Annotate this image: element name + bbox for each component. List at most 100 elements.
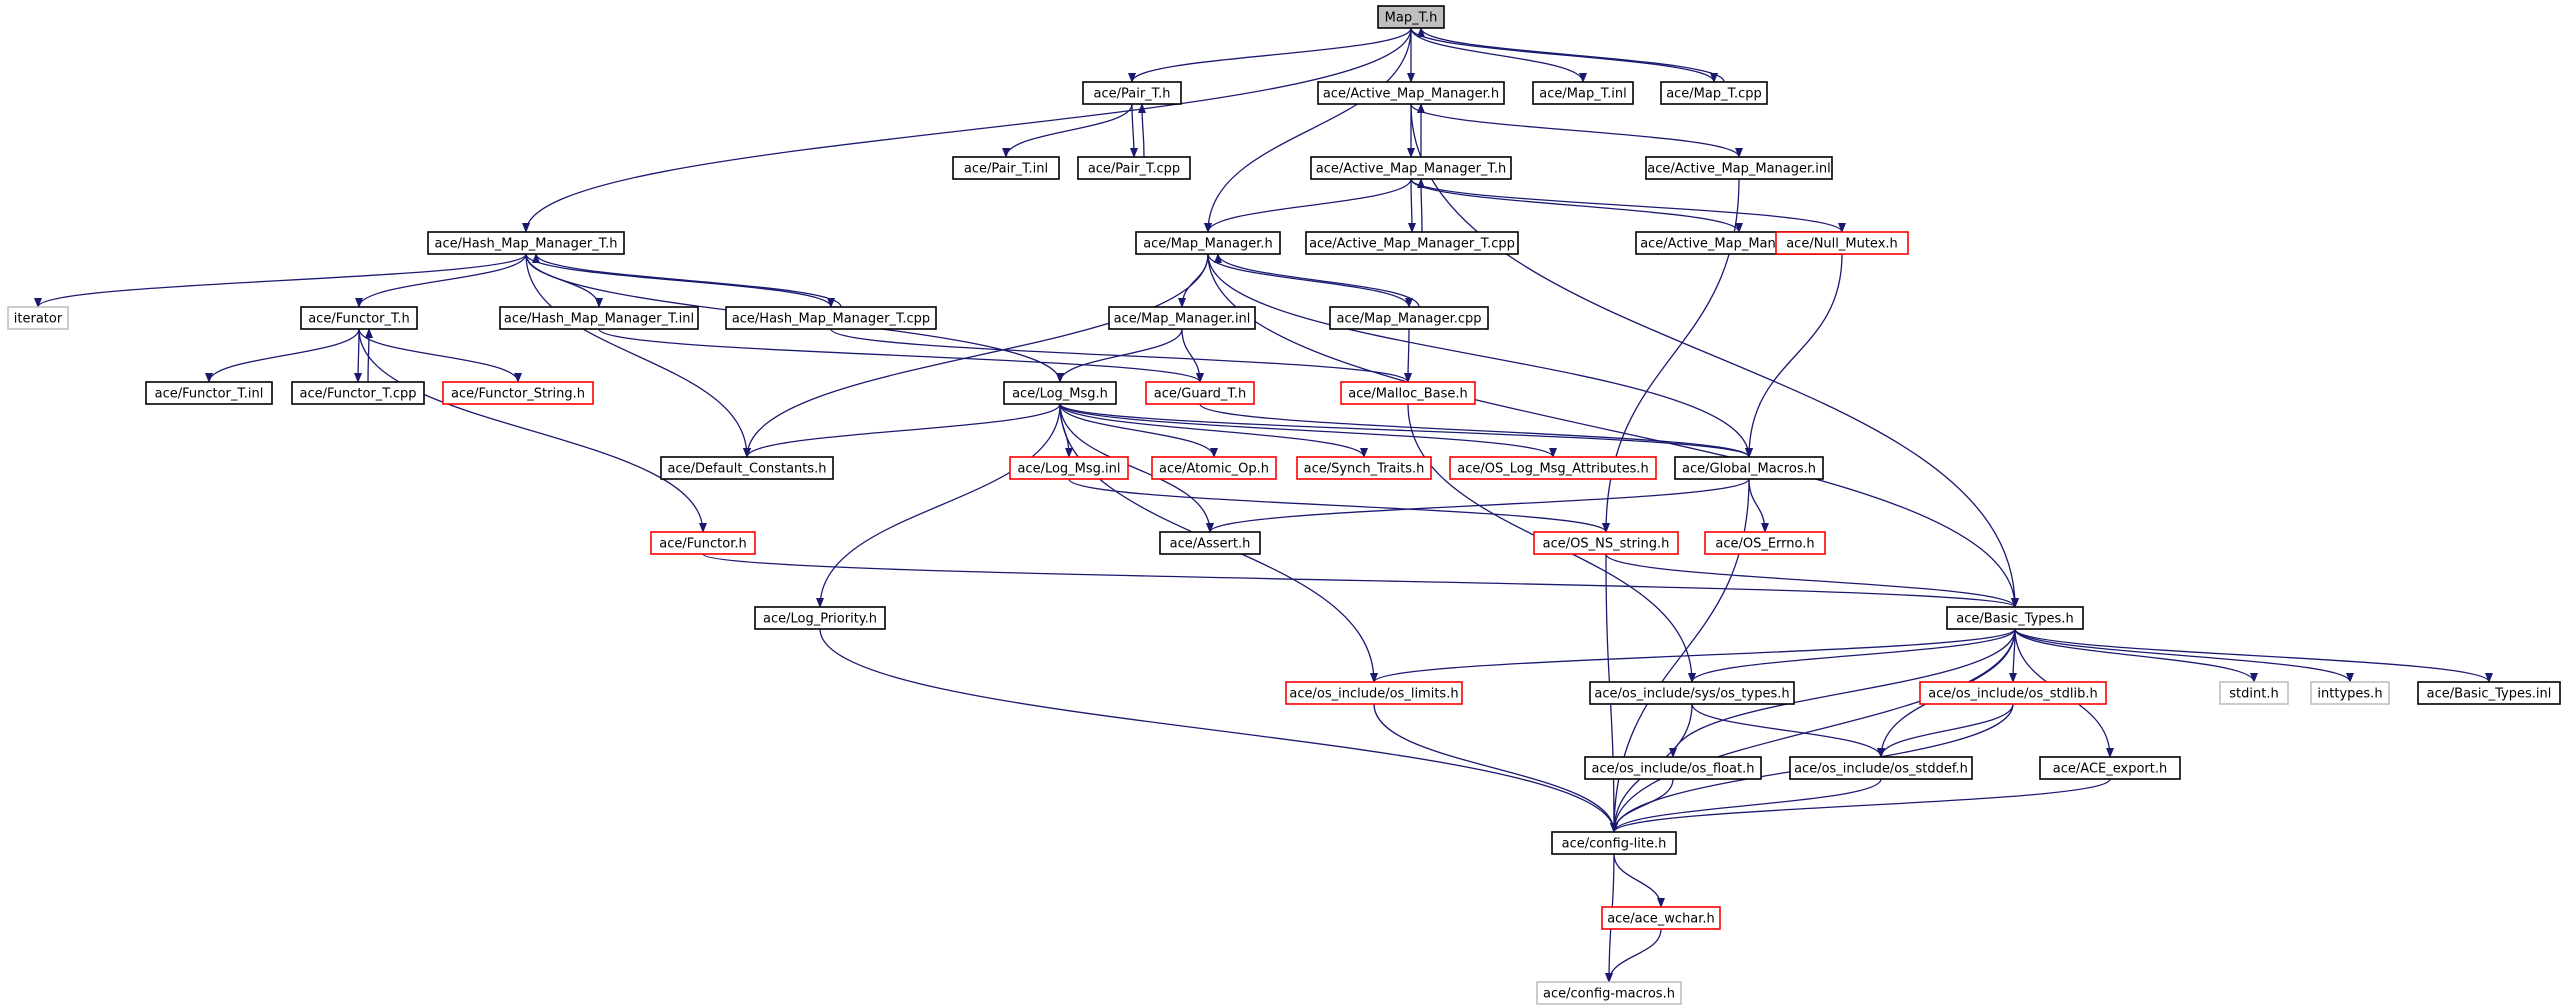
edge-global_macros_h-to-os_errno_h [1748, 478, 1769, 533]
edge-pair_t_h-to-pair_t_inl [1002, 103, 1133, 158]
node-box [1589, 681, 1795, 705]
node-global_macros_h[interactable]: ace/Global_Macros.h [1674, 456, 1824, 480]
node-label: Map_T.h [1385, 11, 1438, 26]
node-box [1135, 231, 1281, 255]
node-map_t_inl[interactable]: ace/Map_T.inl [1532, 81, 1634, 105]
node-ace_export_h[interactable]: ace/ACE_export.h [2039, 756, 2181, 780]
node-active_map_manager_h[interactable]: ace/Active_Map_Manager.h [1317, 81, 1505, 105]
node-pair_t_h[interactable]: ace/Pair_T.h [1082, 81, 1182, 105]
node-ace_wchar_h[interactable]: ace/ace_wchar.h [1601, 906, 1721, 930]
node-map_manager_h[interactable]: ace/Map_Manager.h [1135, 231, 1281, 255]
node-assert_h[interactable]: ace/Assert.h [1159, 531, 1261, 555]
node-pair_t_inl[interactable]: ace/Pair_T.inl [952, 156, 1060, 180]
node-active_map_manager_t_cpp[interactable]: ace/Active_Map_Manager_T.cpp [1305, 231, 1519, 255]
node-label: stdint.h [2229, 687, 2278, 702]
node-functor_string_h[interactable]: ace/Functor_String.h [442, 381, 594, 405]
node-pair_t_cpp[interactable]: ace/Pair_T.cpp [1077, 156, 1191, 180]
node-box [1317, 81, 1505, 105]
node-map_manager_cpp[interactable]: ace/Map_Manager.cpp [1329, 306, 1489, 330]
node-box [1082, 81, 1182, 105]
node-label: ace/Functor.h [659, 537, 746, 552]
node-default_constants_h[interactable]: ace/Default_Constants.h [660, 456, 834, 480]
node-synch_traits_h[interactable]: ace/Synch_Traits.h [1296, 456, 1432, 480]
node-os_float_h[interactable]: ace/os_include/os_float.h [1584, 756, 1762, 780]
node-box [1285, 681, 1463, 705]
node-box [1296, 456, 1432, 480]
edge-active_map_manager_t_h-to-active_map_manager_t_cpp [1407, 178, 1416, 233]
node-hash_map_manager_t_cpp[interactable]: ace/Hash_Map_Manager_T.cpp [725, 306, 937, 330]
node-os_stddef_h[interactable]: ace/os_include/os_stddef.h [1789, 756, 1973, 780]
node-malloc_base_h[interactable]: ace/Malloc_Base.h [1340, 381, 1476, 405]
edge-functor_h-to-basic_types_h [702, 553, 2019, 608]
node-active_map_manager_t_h[interactable]: ace/Active_Map_Manager_T.h [1310, 156, 1512, 180]
edge-basic_types_h-to-os_limits_h [1370, 628, 2016, 683]
node-label: ace/os_include/os_stddef.h [1794, 762, 1968, 777]
edge-log_msg_h-to-log_priority_h [816, 403, 1061, 608]
node-os_log_msg_attributes_h[interactable]: ace/OS_Log_Msg_Attributes.h [1449, 456, 1657, 480]
node-functor_t_cpp[interactable]: ace/Functor_T.cpp [291, 381, 425, 405]
node-box [1775, 231, 1909, 255]
node-hash_map_manager_t_inl[interactable]: ace/Hash_Map_Manager_T.inl [499, 306, 699, 330]
edge-functor_t_h-to-functor_t_cpp [354, 328, 363, 383]
node-map_t_cpp[interactable]: ace/Map_T.cpp [1660, 81, 1768, 105]
node-atomic_op_h[interactable]: ace/Atomic_Op.h [1151, 456, 1277, 480]
node-box [145, 381, 273, 405]
node-label: ace/ACE_export.h [2053, 762, 2167, 777]
node-box [1305, 231, 1519, 255]
edge-active_map_manager_t_h-to-map_manager_h [1204, 178, 1412, 233]
node-config_macros_h[interactable]: ace/config-macros.h [1536, 981, 1682, 1005]
node-iterator[interactable]: iterator [7, 306, 69, 330]
node-stdint_h[interactable]: stdint.h [2219, 681, 2289, 705]
node-label: ace/os_include/sys/os_types.h [1594, 687, 1789, 702]
node-os_limits_h[interactable]: ace/os_include/os_limits.h [1285, 681, 1463, 705]
node-map_t_h[interactable]: Map_T.h [1377, 5, 1445, 29]
node-os_ns_string_h[interactable]: ace/OS_NS_string.h [1533, 531, 1679, 555]
node-box [1946, 606, 2084, 630]
node-label: ace/Hash_Map_Manager_T.inl [504, 312, 694, 327]
node-os_errno_h[interactable]: ace/OS_Errno.h [1704, 531, 1826, 555]
node-config_lite_h[interactable]: ace/config-lite.h [1551, 831, 1677, 855]
edge-functor_t_h-to-functor_t_inl [205, 328, 360, 383]
edge-os_stdlib_h-to-os_stddef_h [1877, 703, 2014, 758]
node-null_mutex_h[interactable]: ace/Null_Mutex.h [1775, 231, 1909, 255]
node-label: ace/config-lite.h [1562, 837, 1667, 852]
node-functor_t_inl[interactable]: ace/Functor_T.inl [145, 381, 273, 405]
node-inttypes_h[interactable]: inttypes.h [2310, 681, 2390, 705]
node-guard_t_h[interactable]: ace/Guard_T.h [1145, 381, 1255, 405]
node-label: ace/ace_wchar.h [1607, 912, 1715, 927]
node-log_msg_h[interactable]: ace/Log_Msg.h [1003, 381, 1117, 405]
edge-basic_types_h-to-config_lite_h [1610, 628, 2016, 833]
node-label: ace/OS_Errno.h [1715, 537, 1814, 552]
node-box [7, 306, 69, 330]
node-box [1584, 756, 1762, 780]
edge-functor_t_h-to-functor_h [358, 328, 707, 533]
node-box [499, 306, 699, 330]
edge-log_msg_h-to-os_log_msg_attributes_h [1059, 403, 1557, 458]
node-box [1077, 156, 1191, 180]
node-functor_h[interactable]: ace/Functor.h [650, 531, 756, 555]
edge-pair_t_h-to-pair_t_cpp [1129, 103, 1138, 158]
node-log_priority_h[interactable]: ace/Log_Priority.h [754, 606, 886, 630]
node-hash_map_manager_t_h[interactable]: ace/Hash_Map_Manager_T.h [427, 231, 625, 255]
node-label: ace/OS_Log_Msg_Attributes.h [1457, 462, 1648, 477]
node-box [427, 231, 625, 255]
node-box [1108, 306, 1256, 330]
node-functor_t_h[interactable]: ace/Functor_T.h [300, 306, 418, 330]
node-label: ace/Map_Manager.inl [1114, 312, 1251, 327]
node-active_map_manager_inl[interactable]: ace/Active_Map_Manager.inl [1645, 156, 1833, 180]
node-box [1145, 381, 1255, 405]
node-box [1601, 906, 1721, 930]
edge-basic_types_h-to-inttypes_h [2014, 628, 2354, 683]
edge-map_manager_h-to-default_constants_h [743, 253, 1209, 458]
node-map_manager_inl[interactable]: ace/Map_Manager.inl [1108, 306, 1256, 330]
node-basic_types_inl[interactable]: ace/Basic_Types.inl [2417, 681, 2561, 705]
node-log_msg_inl[interactable]: ace/Log_Msg.inl [1009, 456, 1129, 480]
node-label: ace/Basic_Types.h [1956, 612, 2073, 627]
node-os_types_h[interactable]: ace/os_include/sys/os_types.h [1589, 681, 1795, 705]
node-basic_types_h[interactable]: ace/Basic_Types.h [1946, 606, 2084, 630]
edge-hash_map_manager_t_cpp-to-hash_map_manager_t_h [532, 253, 842, 308]
node-os_stdlib_h[interactable]: ace/os_include/os_stdlib.h [1919, 681, 2107, 705]
node-box [952, 156, 1060, 180]
node-label: ace/Map_T.inl [1539, 87, 1626, 102]
node-box [2310, 681, 2390, 705]
